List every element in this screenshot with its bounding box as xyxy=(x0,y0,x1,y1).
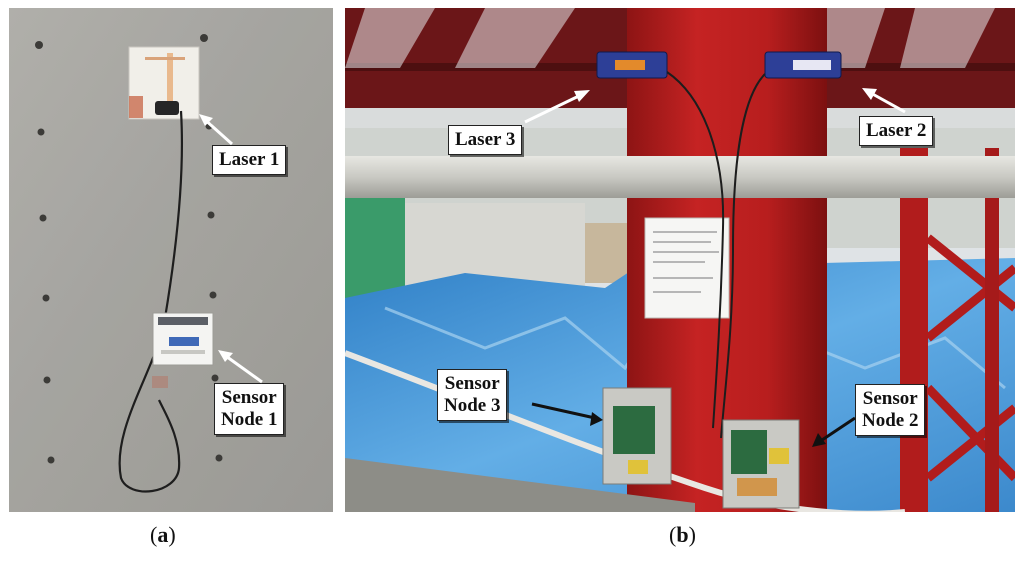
laser-1-device xyxy=(155,101,179,115)
laser-2-label: Laser 2 xyxy=(859,116,934,146)
laser-2-cable xyxy=(720,73,766,439)
laser-3-label: Laser 3 xyxy=(448,125,523,155)
photo-panel-a: Laser 1 Sensor Node 1 xyxy=(9,8,333,512)
caption-a: (a) xyxy=(150,522,176,547)
laser-cable xyxy=(118,110,183,493)
photo-panel-b: Laser 3 Laser 2 Sensor Node 3 Sensor Nod… xyxy=(345,8,1015,512)
red-frame-post xyxy=(900,148,928,512)
steel-structure-photo xyxy=(345,8,1015,512)
sensor-node-2-label: Sensor Node 2 xyxy=(855,384,926,436)
concrete-wall-photo xyxy=(9,8,333,512)
laser-3-cable xyxy=(666,71,725,429)
notice-sheet xyxy=(644,217,730,319)
laser-1-label: Laser 1 xyxy=(212,145,287,175)
sensor-node-3-label: Sensor Node 3 xyxy=(437,369,508,421)
scaffold-pipe xyxy=(345,156,1015,198)
sensor-node-1-label: Sensor Node 1 xyxy=(214,383,285,435)
caption-b: (b) xyxy=(669,522,696,547)
